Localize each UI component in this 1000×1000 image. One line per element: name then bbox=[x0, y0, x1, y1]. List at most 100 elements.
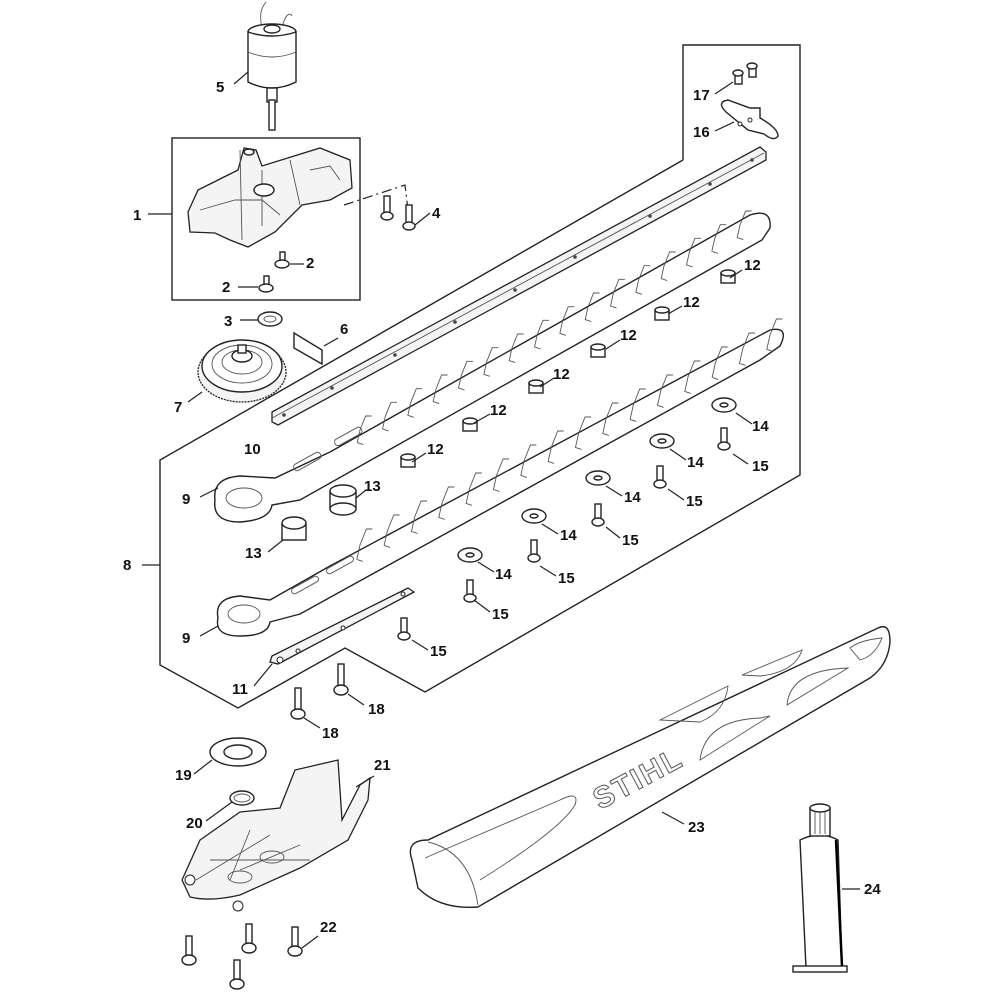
screw-15[interactable] bbox=[717, 427, 731, 451]
screw-2a[interactable] bbox=[274, 251, 290, 269]
screw-15[interactable] bbox=[463, 579, 477, 603]
callout-label-12[interactable]: 12 bbox=[744, 257, 761, 274]
callout-label-1[interactable]: 1 bbox=[133, 207, 141, 224]
callout-label-14[interactable]: 14 bbox=[752, 418, 769, 435]
callout-label-19[interactable]: 19 bbox=[175, 767, 192, 784]
washer-14[interactable] bbox=[457, 547, 483, 563]
leader-line-16 bbox=[714, 121, 735, 132]
callout-label-9[interactable]: 9 bbox=[182, 491, 190, 508]
callout-label-15[interactable]: 15 bbox=[492, 606, 509, 623]
screw-15[interactable] bbox=[527, 539, 541, 563]
spacer-sleeve-12[interactable] bbox=[654, 306, 670, 321]
screw-22c[interactable] bbox=[229, 959, 245, 990]
leader-line-19 bbox=[193, 759, 213, 775]
washer-19[interactable] bbox=[209, 737, 267, 767]
leader-line-18 bbox=[303, 717, 321, 729]
gear-housing-frame bbox=[171, 137, 361, 301]
label-plate[interactable] bbox=[293, 331, 323, 366]
screw-18b[interactable] bbox=[290, 687, 306, 720]
screw-15[interactable] bbox=[653, 465, 667, 489]
leader-line-14 bbox=[735, 412, 753, 425]
callout-label-2[interactable]: 2 bbox=[306, 255, 314, 272]
washer-14[interactable] bbox=[649, 433, 675, 449]
callout-label-12[interactable]: 12 bbox=[620, 327, 637, 344]
callout-label-22[interactable]: 22 bbox=[320, 919, 337, 936]
callout-label-2[interactable]: 2 bbox=[222, 279, 230, 296]
callout-label-15[interactable]: 15 bbox=[558, 570, 575, 587]
callout-label-14[interactable]: 14 bbox=[560, 527, 577, 544]
callout-label-12[interactable]: 12 bbox=[490, 402, 507, 419]
callout-label-16[interactable]: 16 bbox=[693, 124, 710, 141]
callout-label-10[interactable]: 10 bbox=[244, 441, 261, 458]
leader-line-14 bbox=[605, 485, 623, 497]
spacer-sleeve-12[interactable] bbox=[720, 269, 736, 284]
guide-rail[interactable] bbox=[271, 146, 767, 426]
guide-plate[interactable] bbox=[269, 587, 416, 665]
washer-14[interactable] bbox=[585, 470, 611, 486]
screw-18a[interactable] bbox=[333, 663, 349, 696]
callout-label-3[interactable]: 3 bbox=[224, 313, 232, 330]
screw-17a[interactable] bbox=[732, 69, 744, 85]
gear-wheel[interactable] bbox=[197, 339, 287, 403]
callout-label-15[interactable]: 15 bbox=[622, 532, 639, 549]
callout-label-18[interactable]: 18 bbox=[368, 701, 385, 718]
callout-label-4[interactable]: 4 bbox=[432, 205, 441, 222]
screw-4a[interactable] bbox=[380, 195, 394, 221]
callout-label-24[interactable]: 24 bbox=[864, 881, 881, 898]
callout-label-14[interactable]: 14 bbox=[687, 454, 704, 471]
leader-line-7 bbox=[187, 391, 203, 403]
callout-label-9[interactable]: 9 bbox=[182, 630, 190, 647]
leader-line-12 bbox=[605, 339, 621, 350]
callout-label-12[interactable]: 12 bbox=[683, 294, 700, 311]
leader-line-17 bbox=[714, 81, 734, 95]
callout-label-7[interactable]: 7 bbox=[174, 399, 182, 416]
callout-label-12[interactable]: 12 bbox=[427, 441, 444, 458]
callout-label-20[interactable]: 20 bbox=[186, 815, 203, 832]
callout-label-13[interactable]: 13 bbox=[364, 478, 381, 495]
callout-label-18[interactable]: 18 bbox=[322, 725, 339, 742]
screw-15[interactable] bbox=[591, 503, 605, 527]
callout-label-15[interactable]: 15 bbox=[430, 643, 447, 660]
callout-label-14[interactable]: 14 bbox=[624, 489, 641, 506]
gear-cover[interactable] bbox=[181, 759, 371, 912]
leader-line-13 bbox=[267, 539, 284, 553]
washer-14[interactable] bbox=[521, 508, 547, 524]
grease-tube[interactable] bbox=[792, 803, 848, 973]
callout-label-21[interactable]: 21 bbox=[374, 757, 391, 774]
spacer-sleeve-13b[interactable] bbox=[281, 516, 307, 541]
callout-label-13[interactable]: 13 bbox=[245, 545, 262, 562]
screw-15[interactable] bbox=[397, 617, 411, 641]
screw-4b[interactable] bbox=[402, 204, 416, 231]
callout-label-12[interactable]: 12 bbox=[553, 366, 570, 383]
callout-label-15[interactable]: 15 bbox=[752, 458, 769, 475]
spacer-sleeve-12[interactable] bbox=[462, 417, 478, 432]
callout-label-23[interactable]: 23 bbox=[688, 819, 705, 836]
screw-2b[interactable] bbox=[258, 275, 274, 293]
callout-label-15[interactable]: 15 bbox=[686, 493, 703, 510]
blade-tip-guard[interactable] bbox=[720, 99, 779, 140]
callout-label-5[interactable]: 5 bbox=[216, 79, 224, 96]
leader-line-12 bbox=[539, 377, 555, 388]
leader-line-15 bbox=[667, 488, 685, 501]
callout-label-11[interactable]: 11 bbox=[232, 681, 248, 698]
circlip[interactable] bbox=[229, 790, 255, 806]
cutter-blade-upper[interactable] bbox=[214, 210, 771, 523]
callout-label-6[interactable]: 6 bbox=[340, 321, 348, 338]
spacer-sleeve-12[interactable] bbox=[400, 453, 416, 468]
gear-housing[interactable] bbox=[187, 147, 409, 248]
callout-label-14[interactable]: 14 bbox=[495, 566, 512, 583]
cutter-blade-lower[interactable] bbox=[216, 318, 784, 637]
screw-22d[interactable] bbox=[287, 926, 303, 957]
callout-label-8[interactable]: 8 bbox=[123, 557, 131, 574]
retaining-ring[interactable] bbox=[257, 311, 283, 327]
spacer-sleeve-12[interactable] bbox=[590, 343, 606, 358]
screw-22a[interactable] bbox=[181, 935, 197, 966]
spacer-sleeve-13a[interactable] bbox=[329, 484, 357, 516]
screw-17b[interactable] bbox=[746, 62, 758, 78]
electric-motor[interactable] bbox=[247, 1, 297, 131]
screw-22b[interactable] bbox=[241, 923, 257, 954]
washer-14[interactable] bbox=[711, 397, 737, 413]
spacer-sleeve-12[interactable] bbox=[528, 379, 544, 394]
callout-label-17[interactable]: 17 bbox=[693, 87, 710, 104]
